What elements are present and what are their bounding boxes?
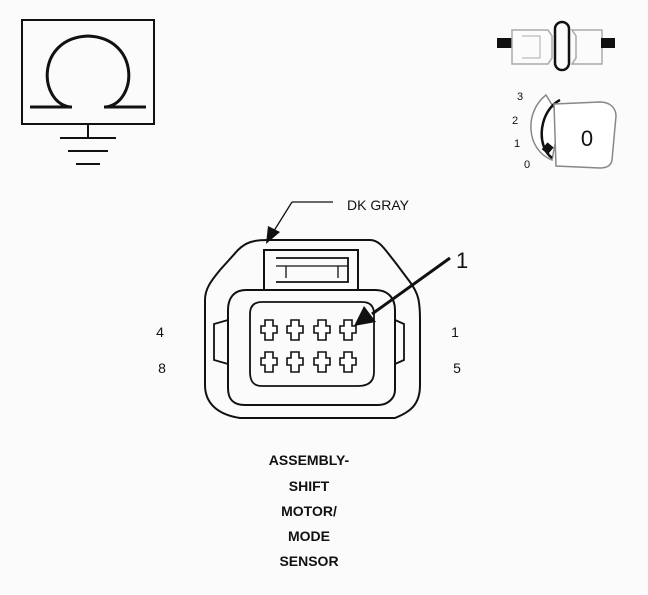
pin-label-8: 8 <box>158 360 166 376</box>
ignition-key-off-icon: 0 3 2 1 0 <box>512 91 617 171</box>
pin-label-1: 1 <box>451 324 459 340</box>
disconnect-connector-icon <box>497 20 615 72</box>
key-position-1: 1 <box>514 138 520 150</box>
pin-cavity-2 <box>313 319 331 341</box>
key-position-2: 2 <box>512 115 518 127</box>
key-position-0: 0 <box>524 159 530 171</box>
key-symbol: 0 <box>581 126 593 151</box>
pin-cavities <box>260 319 357 373</box>
pin-label-5: 5 <box>453 360 461 376</box>
pin-cavity-3 <box>286 319 304 341</box>
pin-cavity-7 <box>286 351 304 373</box>
pin-cavity-1 <box>339 319 357 341</box>
pin-cavity-6 <box>313 351 331 373</box>
callout-leader <box>354 256 451 326</box>
pin-label-4: 4 <box>156 324 164 340</box>
component-caption: ASSEMBLY- SHIFT MOTOR/ MODE SENSOR <box>269 452 350 569</box>
wire-color-label: DK GRAY <box>347 197 410 213</box>
callout-number: 1 <box>456 248 468 273</box>
pin-cavity-5 <box>339 351 357 373</box>
caption-line-1: ASSEMBLY- <box>269 452 350 468</box>
wire-color-leader <box>266 201 333 244</box>
pin-cavity-8 <box>260 351 278 373</box>
caption-line-4: MODE <box>288 528 330 544</box>
caption-line-5: SENSOR <box>279 553 338 569</box>
caption-line-3: MOTOR/ <box>281 503 337 519</box>
ohmmeter-icon <box>21 19 155 165</box>
connector-housing <box>204 239 421 419</box>
key-position-3: 3 <box>517 91 523 103</box>
caption-line-2: SHIFT <box>289 478 330 494</box>
pin-cavity-4 <box>260 319 278 341</box>
